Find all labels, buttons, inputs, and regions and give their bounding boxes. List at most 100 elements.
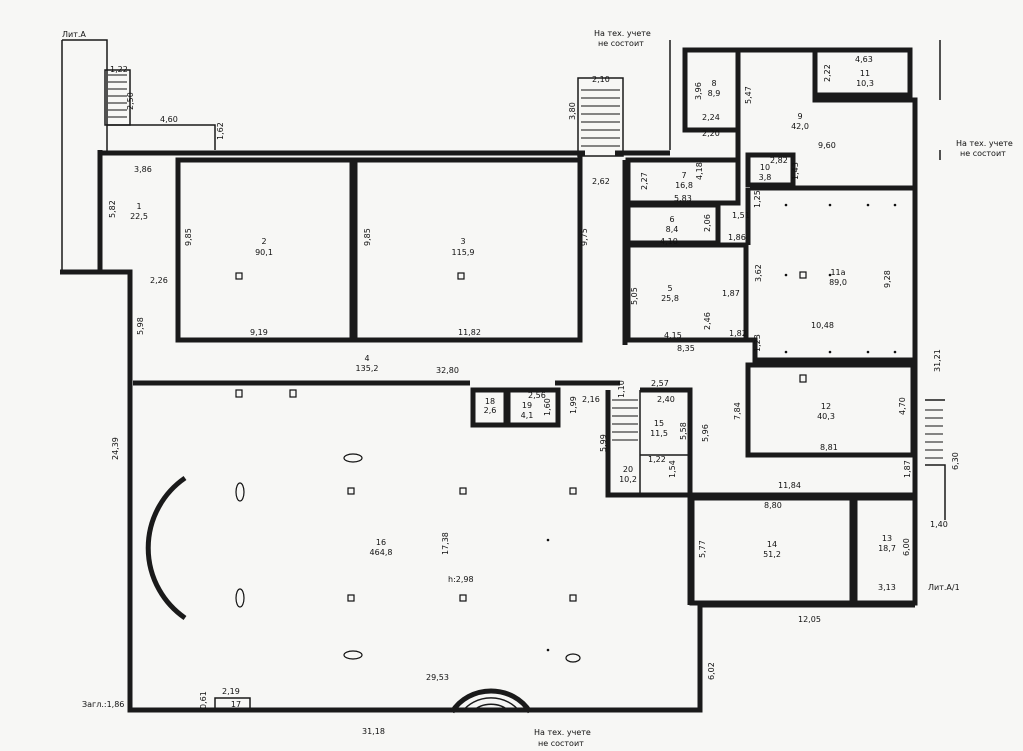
- dimension-label: 12,05: [798, 615, 821, 624]
- room-15-area: 11,5: [650, 429, 668, 438]
- room-11a-num: 11а: [830, 268, 845, 277]
- dimension-label: 1,40: [930, 520, 948, 529]
- dimension-label: 11,82: [458, 328, 481, 337]
- dimension-label: 1,43: [791, 162, 800, 180]
- room-16-num: 16: [376, 538, 386, 547]
- dimension-label: 2,56: [528, 391, 546, 400]
- note-top-1: На тех. учете: [594, 29, 651, 38]
- room-9-num: 9: [797, 112, 802, 121]
- dimension-label: 3,62: [754, 264, 763, 282]
- room-5-area: 25,8: [661, 294, 679, 303]
- stair-left: [108, 74, 127, 118]
- room-19-area: 4,1: [521, 411, 534, 420]
- room-1-area: 22,5: [130, 212, 148, 221]
- zagl-label: Загл.:1,86: [82, 700, 124, 709]
- room-12-num: 12: [821, 402, 831, 411]
- dimension-label: 2,16: [582, 395, 600, 404]
- room-11-area: 10,3: [856, 79, 874, 88]
- room-13-area: 18,7: [878, 544, 896, 553]
- dimension-label: 8,80: [764, 501, 782, 510]
- dimension-label: 2,40: [657, 395, 675, 404]
- dimensions: 1,22 2,50 4,60 1,62 2,10 3,80 3,86 5,82 …: [108, 55, 960, 736]
- room-11-num: 11: [860, 69, 870, 78]
- dimension-label: 4,70: [898, 397, 907, 415]
- room-15-num: 15: [654, 419, 664, 428]
- room-7-num: 7: [681, 171, 686, 180]
- dimension-label: 9,19: [250, 328, 268, 337]
- dimension-label: 5,82: [108, 200, 117, 218]
- dimension-label: 31,18: [362, 727, 385, 736]
- dimension-label: 0,61: [199, 691, 208, 709]
- stair-right: [925, 409, 943, 459]
- room-18-area: 2,6: [484, 406, 497, 415]
- room-6-area: 8,4: [666, 225, 679, 234]
- dimension-label: 1,60: [543, 398, 552, 416]
- general-labels: Лит.А Лит.А/1 Загл.:1,86 h:2,98 На тех. …: [62, 29, 1013, 748]
- dimension-label: 5,77: [698, 540, 707, 558]
- dimension-label: 2,57: [651, 379, 669, 388]
- room-8-area: 8,9: [708, 89, 721, 98]
- dimension-label: 3,80: [568, 102, 577, 120]
- dimension-label: 29,53: [426, 673, 449, 682]
- room-10-area: 3,8: [759, 173, 772, 182]
- dimension-label: 1,82: [729, 329, 747, 338]
- dimension-label: 7,84: [733, 402, 742, 420]
- dimension-label: 6,00: [902, 538, 911, 556]
- dimension-label: 2,27: [640, 172, 649, 190]
- dimension-label: 1,87: [903, 460, 912, 478]
- ceiling-points: [546, 203, 897, 652]
- room-2-area: 90,1: [255, 248, 273, 257]
- dimension-label: 1,22: [648, 455, 666, 464]
- room-3-area: 115,9: [452, 248, 475, 257]
- lit-a1-label: Лит.А/1: [928, 583, 960, 592]
- dimension-label: 5,98: [136, 317, 145, 335]
- room-14-area: 51,2: [763, 550, 781, 559]
- dimension-label: 2,62: [592, 177, 610, 186]
- dimension-label: 1,87: [722, 289, 740, 298]
- dimension-label: 2,22: [823, 64, 832, 82]
- room-8-num: 8: [711, 79, 716, 88]
- dimension-label: 1,22: [110, 65, 128, 74]
- note-bottom-2: не состоит: [538, 739, 584, 748]
- dimension-label: 9,75: [580, 228, 589, 246]
- columns: [235, 271, 807, 663]
- dimension-label: 5,99: [599, 434, 608, 452]
- height-label: h:2,98: [448, 575, 474, 584]
- dimension-label: 1,99: [569, 396, 578, 414]
- room-14-num: 14: [767, 540, 777, 549]
- dimension-label: 9,60: [818, 141, 836, 150]
- room-5-num: 5: [667, 284, 672, 293]
- dimension-label: 1,54: [668, 460, 677, 478]
- dimension-label: 3,13: [878, 583, 896, 592]
- lit-a-label: Лит.А: [62, 30, 86, 39]
- note-top-2: не состоит: [598, 39, 644, 48]
- room-19-num: 19: [522, 401, 532, 410]
- dimension-label: 2,20: [702, 129, 720, 138]
- dimension-label: 2,50: [126, 92, 135, 110]
- room-16-area: 464,8: [370, 548, 393, 557]
- dimension-label: 32,80: [436, 366, 459, 375]
- room-12-area: 40,3: [817, 412, 835, 421]
- note-right-2: не состоит: [960, 149, 1006, 158]
- dimension-label: 3,96: [694, 82, 703, 100]
- room-6-num: 6: [669, 215, 674, 224]
- dimension-label: 4,10: [660, 237, 678, 246]
- dimension-label: 2,19: [222, 687, 240, 696]
- dimension-label: 17,38: [441, 532, 450, 555]
- room-labels: 1 22,5 2 90,1 3 115,9 4 135,2 5 25,8 6 8…: [130, 69, 896, 709]
- dimension-label: 2,06: [703, 214, 712, 232]
- dimension-label: 11,84: [778, 481, 801, 490]
- curved-wall: [145, 475, 187, 621]
- dimension-label: 9,85: [184, 228, 193, 246]
- dimension-label: 2,10: [592, 75, 610, 84]
- dimension-label: 8,35: [677, 344, 695, 353]
- dimension-label: 8,81: [820, 443, 838, 452]
- dimension-label: 2,26: [150, 276, 168, 285]
- dimension-label: 1,25: [753, 190, 762, 208]
- room-4-area: 135,2: [356, 364, 379, 373]
- room-18-num: 18: [485, 397, 495, 406]
- room-10-num: 10: [760, 163, 770, 172]
- dimension-label: 4,18: [695, 162, 704, 180]
- dimension-label: 2,46: [703, 312, 712, 330]
